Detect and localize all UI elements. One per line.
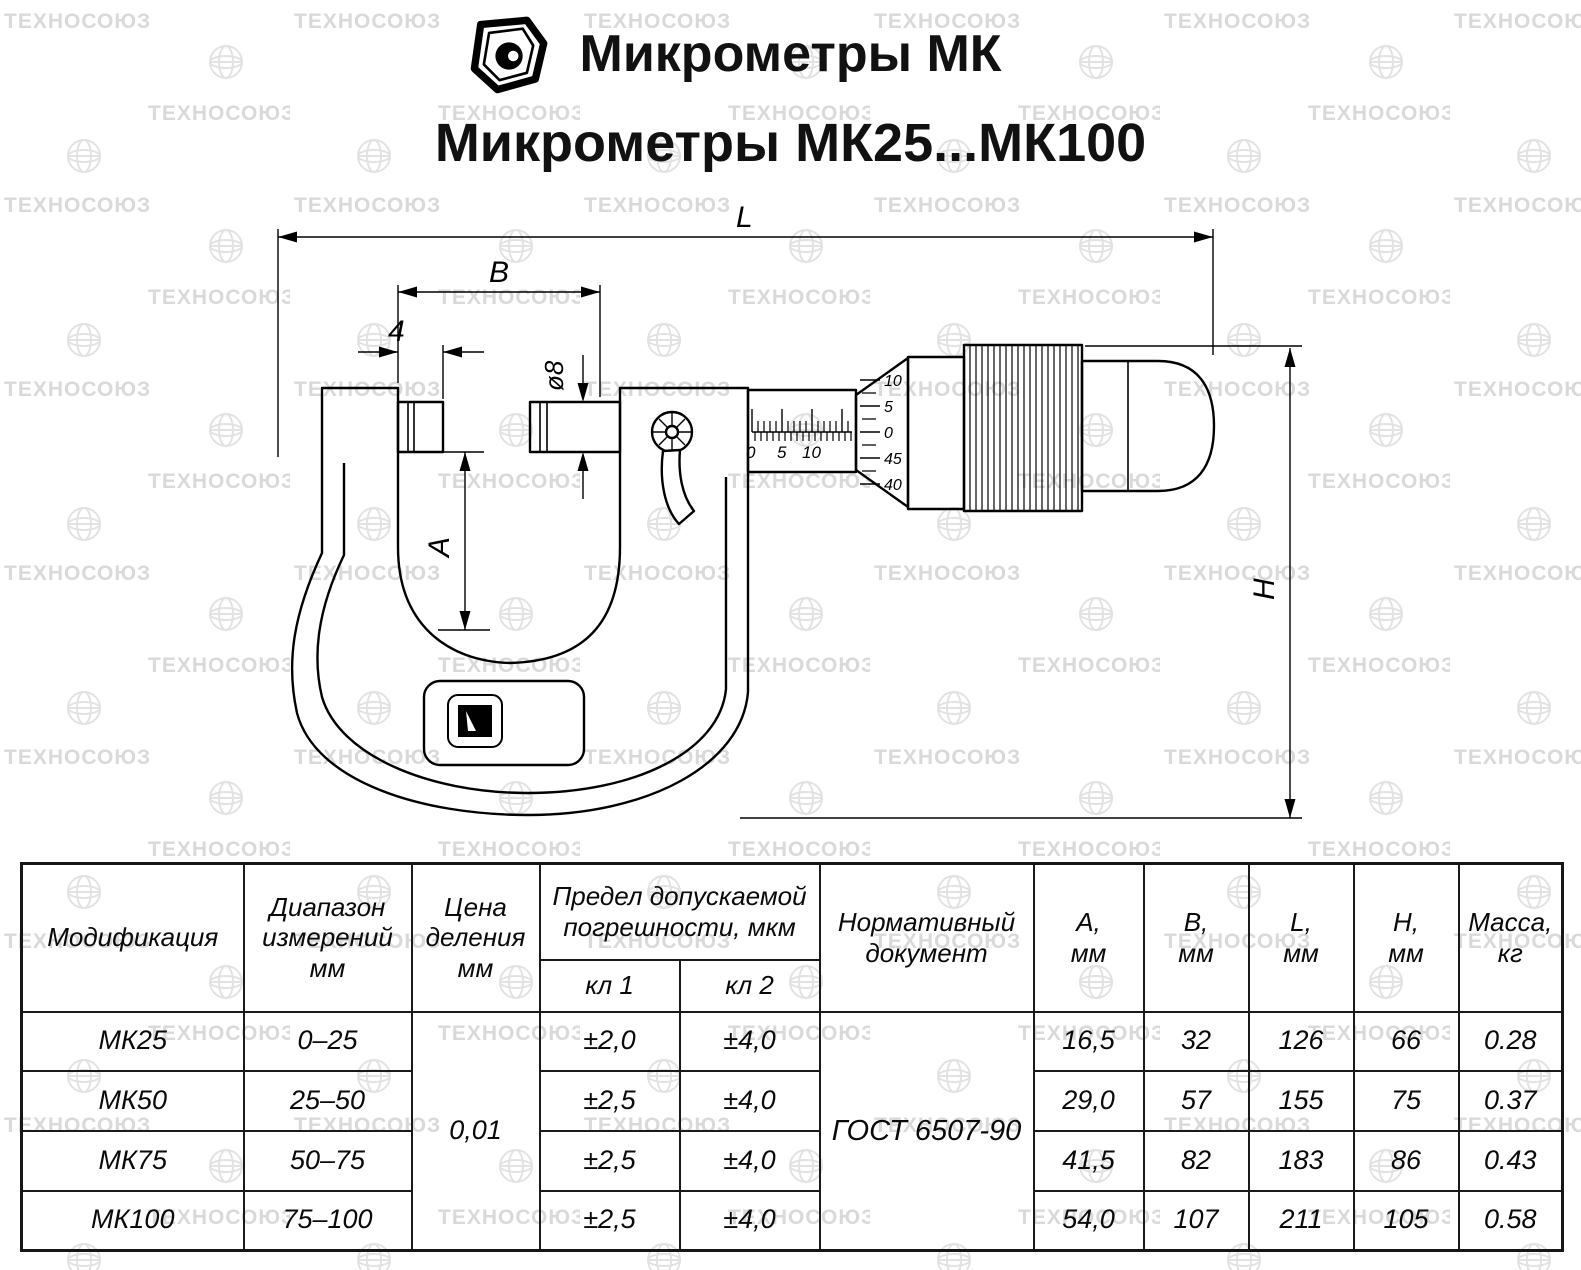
dim-label-dia8: ø8 [539,360,569,391]
insulation-plate [422,679,586,767]
cell-h: 75 [1352,1070,1460,1132]
cell-b: 107 [1142,1189,1250,1252]
dim-label-L: L [736,201,753,234]
cell-division-value: 0,01 [410,1010,541,1252]
spindle [528,400,622,454]
dimension-lines [277,229,1302,819]
dim-label-B: B [489,256,509,289]
cell-l: 183 [1247,1130,1355,1192]
thimble-scale-45: 45 [884,451,902,468]
col-header-document: Нормативный документ [818,862,1035,1013]
dim-label-A: A [423,537,456,559]
col-header-modification: Модификация [20,862,245,1013]
cell-a: 29,0 [1032,1070,1145,1132]
cell-class1: ±2,5 [538,1130,681,1192]
sleeve-scale-5: 5 [777,443,787,462]
cell-class1: ±2,0 [538,1010,681,1073]
cell-range: 75–100 [242,1189,413,1252]
lock-lever [650,410,696,526]
cell-class2: ±4,0 [678,1130,821,1192]
col-header-mass: Масса, кг [1457,862,1564,1013]
cell-a: 16,5 [1032,1010,1145,1073]
cell-b: 57 [1142,1070,1250,1132]
dim-label-H: H [1248,578,1281,600]
cell-class1: ±2,5 [538,1070,681,1132]
cell-document-value: ГОСТ 6507-90 [818,1010,1035,1252]
frame-inner-contour [316,463,728,795]
knurled-grip [962,343,1084,513]
dimension-arrows [278,231,1296,818]
cell-l: 155 [1247,1070,1355,1132]
col-header-class1: кл 1 [538,958,681,1013]
col-header-b: В, мм [1142,862,1250,1013]
page-title: Микрометры МК [579,25,1002,83]
table-row: МК25 0–25 0,01 ±2,0 ±4,0 ГОСТ 6507-90 16… [20,1010,1564,1252]
table-row: МК75 50–75 ±2,5 ±4,0 41,5 82 183 86 0.43 [20,1130,1564,1192]
cell-range: 25–50 [242,1070,413,1132]
cell-b: 32 [1142,1010,1250,1073]
col-header-range: Диапазон измерений мм [242,862,413,1013]
sleeve-scale-0: 0 [746,443,756,462]
cell-l: 126 [1247,1010,1355,1073]
col-header-division: Цена деления мм [410,862,541,1013]
frame [290,386,750,817]
cell-modification: МК75 [20,1130,245,1192]
cell-class2: ±4,0 [678,1189,821,1252]
cell-l: 211 [1247,1189,1355,1252]
cell-mass: 0.37 [1457,1070,1564,1132]
cell-a: 41,5 [1032,1130,1145,1192]
cell-h: 66 [1352,1010,1460,1073]
cell-range: 50–75 [242,1130,413,1192]
col-header-h: Н, мм [1352,862,1460,1013]
table-row: МК100 75–100 ±2,5 ±4,0 54,0 107 211 105 … [20,1189,1564,1252]
cell-mass: 0.28 [1457,1010,1564,1073]
cell-a: 54,0 [1032,1189,1145,1252]
cell-class1: ±2,5 [538,1189,681,1252]
col-header-class2: кл 2 [678,958,821,1013]
thimble-scale-0: 0 [884,425,893,442]
thimble-ring [906,355,966,511]
cell-h: 86 [1352,1130,1460,1192]
cell-class2: ±4,0 [678,1070,821,1132]
brand-logo [470,16,548,94]
table-row: МК50 25–50 ±2,5 ±4,0 29,0 57 155 75 0.37 [20,1070,1564,1132]
cell-b: 82 [1142,1130,1250,1192]
cell-modification: МК25 [20,1010,245,1073]
cell-modification: МК50 [20,1070,245,1132]
cell-class2: ±4,0 [678,1010,821,1073]
thimble-scale-5: 5 [884,399,893,416]
col-header-l: L, мм [1247,862,1355,1013]
frame-logo-mark [447,694,503,748]
cell-mass: 0.58 [1457,1189,1564,1252]
page-subtitle: Микрометры МК25...МК100 [434,113,1147,173]
micrometer-technical-drawing: L B 4 ø8 A H [277,201,1302,819]
spec-table: Модификация Диапазон измерений мм Цена д… [20,862,1565,1252]
cell-modification: МК100 [20,1189,245,1252]
sleeve-scale-10: 10 [802,443,821,462]
thimble-scale-10: 10 [884,373,902,390]
col-header-error-limit: Предел допускаемой погрешности, мкм [538,862,821,961]
col-header-a: А, мм [1032,862,1145,1013]
thimble-scale-40: 40 [884,477,902,494]
cell-h: 105 [1352,1189,1460,1252]
cell-range: 0–25 [242,1010,413,1073]
anvil [396,400,445,454]
cell-mass: 0.43 [1457,1130,1564,1192]
ratchet-cap [1080,359,1216,493]
dim-label-4: 4 [388,315,405,348]
